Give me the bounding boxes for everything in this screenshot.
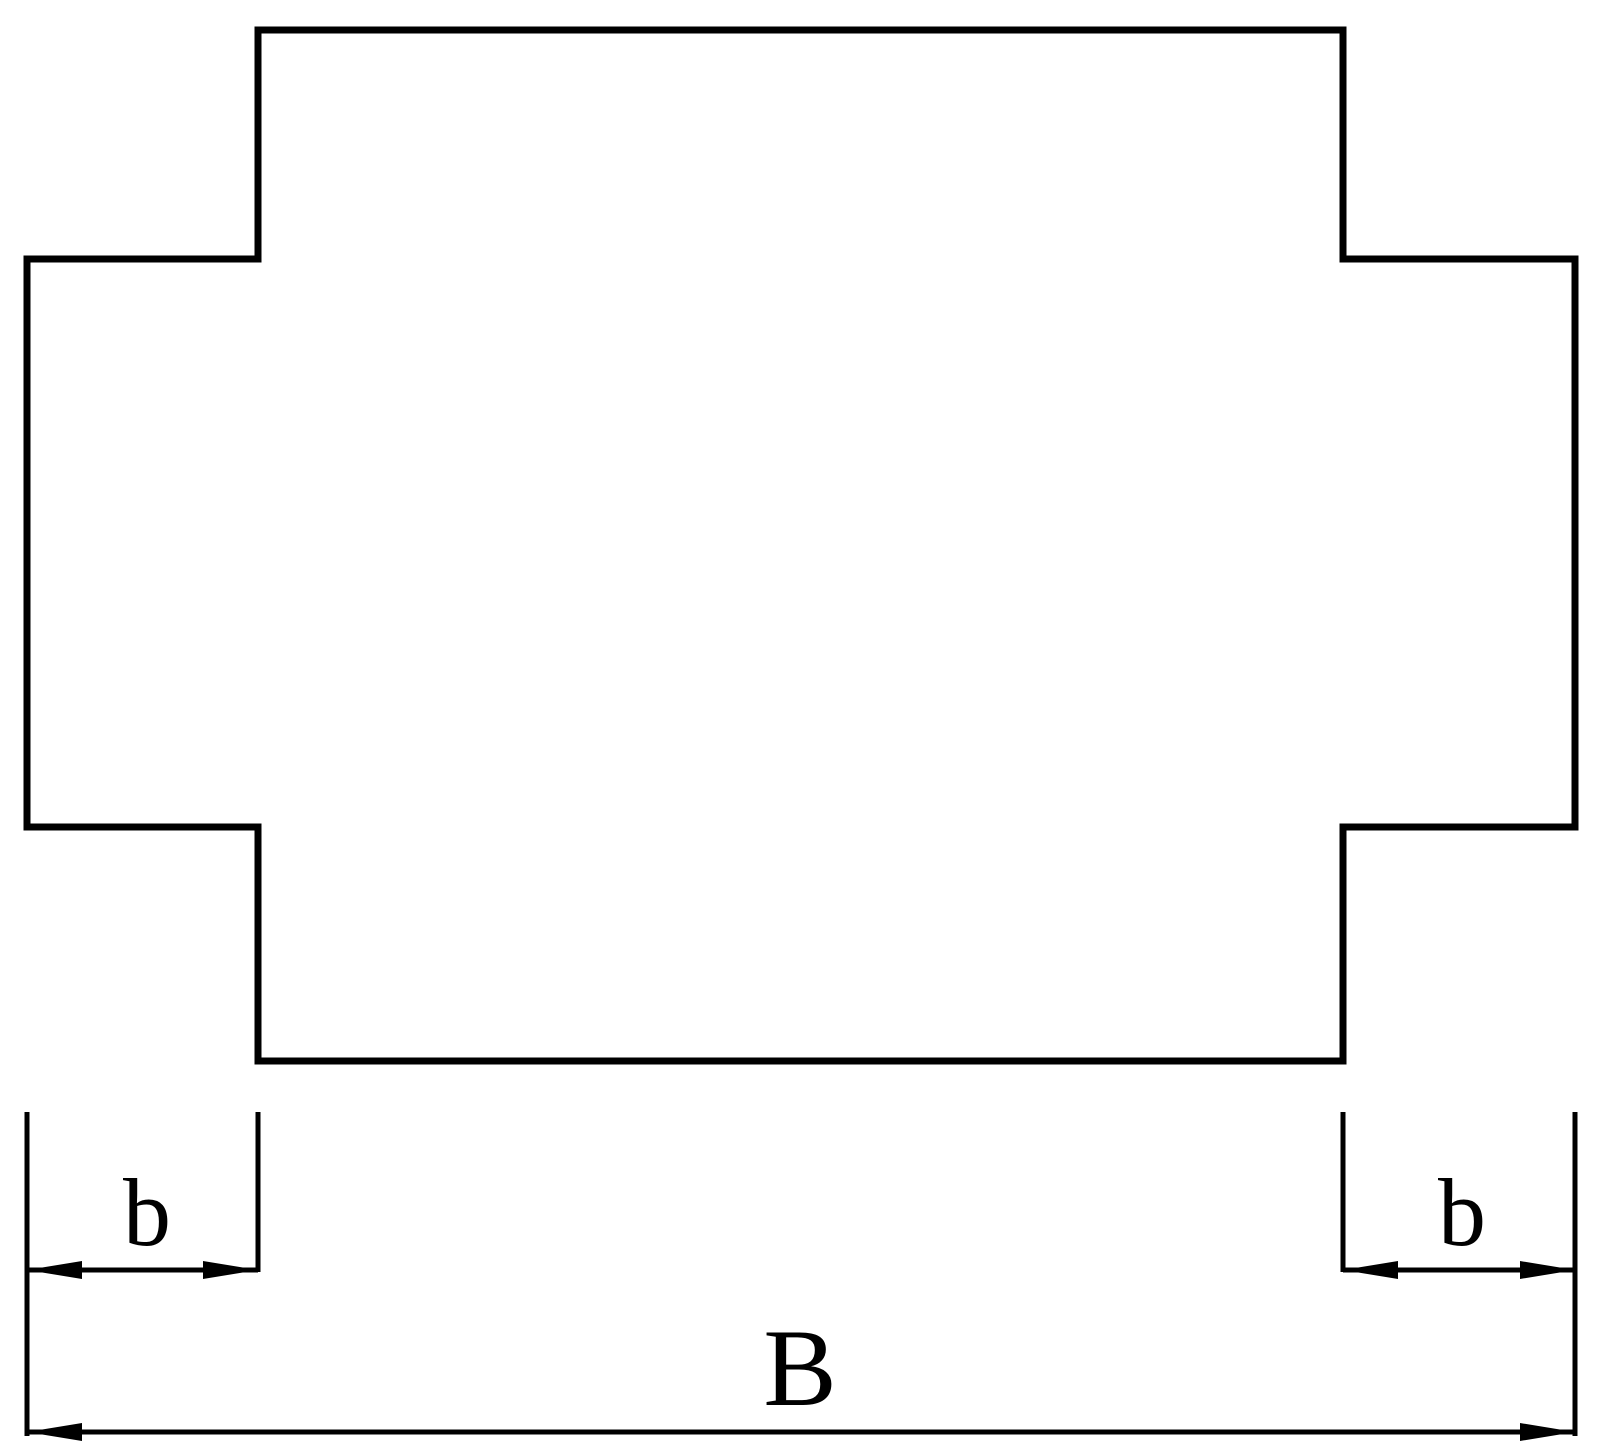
label-left-b: b [123,1159,171,1266]
label-right-b: b [1438,1159,1486,1266]
arrowhead-left [27,1261,82,1279]
dimension-right-b: b [1343,1159,1575,1279]
arrowhead-left [1343,1261,1398,1279]
arrowhead-right [1520,1423,1575,1441]
label-total-B: B [763,1307,836,1429]
arrowhead-right [1520,1261,1575,1279]
cross-section-outline [23,26,1579,1065]
arrowhead-right [203,1261,258,1279]
arrowhead-left [27,1423,82,1441]
dimension-total-B: B [27,1307,1575,1441]
dimension-left-b: b [27,1159,258,1279]
extension-lines [24,1112,1578,1436]
